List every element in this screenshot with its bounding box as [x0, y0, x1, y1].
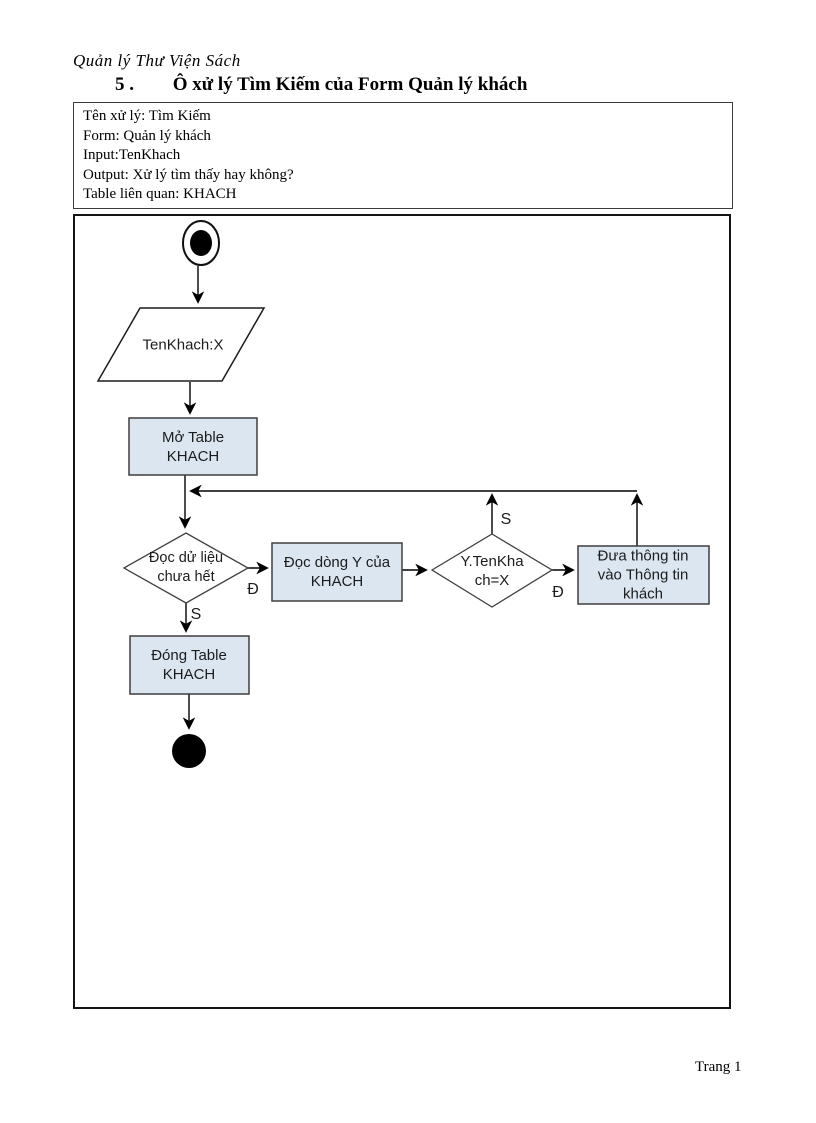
edge-label-compare-true: Đ — [552, 584, 564, 601]
info-line-ten-xu-ly: Tên xử lý: Tìm Kiếm — [83, 108, 211, 124]
edge-label-readcheck-true: Đ — [247, 581, 259, 598]
running-header: Quản lý Thư Viện Sách — [73, 51, 241, 70]
process-read-row — [271, 542, 403, 602]
show-info-label: Đưa thông tin vào Thông tin khách — [597, 547, 689, 603]
process-close-table — [129, 635, 250, 695]
section-number: 5 . — [115, 74, 134, 95]
input-parallelogram — [96, 307, 266, 382]
close-table-label: Đóng Table KHACH — [151, 647, 227, 683]
info-line-form: Form: Quản lý khách — [83, 127, 211, 144]
flowchart-canvas: TenKhach:X Mở Table KHACH Đọc dử liệu ch… — [73, 214, 731, 1009]
section-heading: 5 . Ô xử lý Tìm Kiếm của Form Quản lý kh… — [115, 74, 527, 96]
process-show-info — [577, 545, 710, 605]
info-line-output: Output: Xử lý tìm thấy hay không? — [83, 166, 294, 183]
decision-read-check — [122, 532, 250, 604]
edge-label-compare-false: S — [500, 511, 512, 528]
open-table-label: Mở Table KHACH — [161, 429, 225, 465]
start-node-inner — [190, 230, 212, 256]
process-open-table — [128, 417, 258, 476]
decision-compare — [430, 533, 554, 608]
info-line-table: Table liên quan: KHACH — [83, 186, 237, 202]
page-footer: Trang 1 — [695, 1059, 742, 1075]
read-check-label: Đọc dử liệu chưa hết — [148, 550, 224, 585]
process-info-box: Tên xử lý: Tìm Kiếm Form: Quản lý khách … — [73, 102, 733, 209]
compare-label: Y.TenKha ch=X — [460, 553, 524, 589]
edge-label-readcheck-false: S — [190, 606, 202, 623]
flowchart-svg — [96, 220, 710, 768]
info-line-input: Input:TenKhach — [83, 147, 181, 163]
section-title: Ô xử lý Tìm Kiếm của Form Quản lý khách — [172, 74, 528, 95]
end-node — [172, 734, 206, 768]
input-label: TenKhach:X — [142, 336, 224, 354]
read-row-label: Đọc dòng Y của KHACH — [283, 554, 391, 590]
